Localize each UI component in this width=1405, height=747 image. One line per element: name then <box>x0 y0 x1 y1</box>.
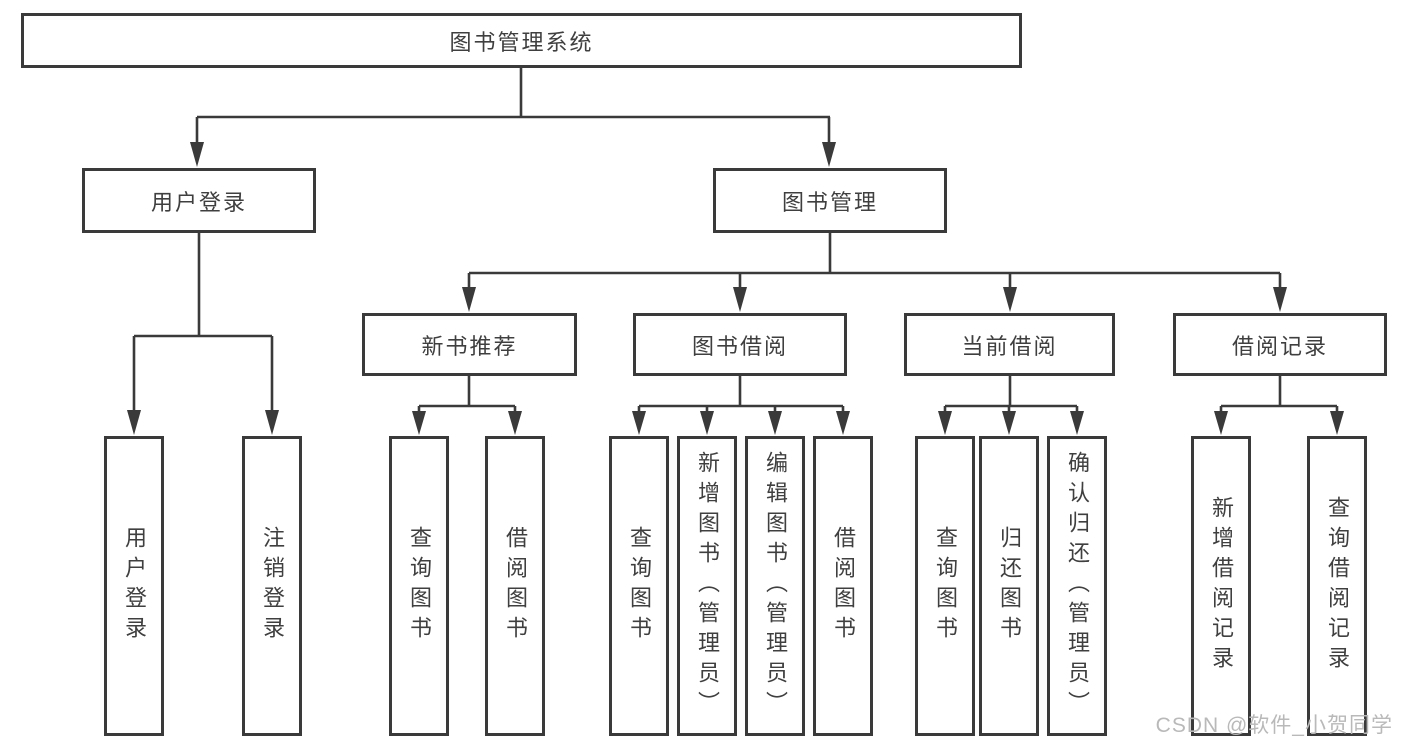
leaf-label: 查询图书 <box>627 526 652 646</box>
leaf-label: 借阅图书 <box>503 526 528 646</box>
leaf-user-login: 用户登录 <box>104 436 164 736</box>
leaf-label: 查询图书 <box>407 526 432 646</box>
leaf-user-login-label: 用户登录 <box>122 526 147 646</box>
leaf-edit-books-admin: 编辑图书（管理员） <box>745 436 805 736</box>
leaf-add-borrow-record: 新增借阅记录 <box>1191 436 1251 736</box>
leaf-add-books-admin: 新增图书（管理员） <box>677 436 737 736</box>
node-user-login: 用户登录 <box>82 168 316 233</box>
leaf-query-books-current: 查询图书 <box>915 436 975 736</box>
leaf-logout-label: 注销登录 <box>260 526 285 646</box>
node-borrowing-records: 借阅记录 <box>1173 313 1387 376</box>
leaf-label: 新增借阅记录 <box>1209 496 1234 676</box>
leaf-borrow-books-recommend: 借阅图书 <box>485 436 545 736</box>
leaf-return-books: 归还图书 <box>979 436 1039 736</box>
leaf-label: 借阅图书 <box>831 526 856 646</box>
leaf-label: 归还图书 <box>997 526 1022 646</box>
leaf-confirm-return-admin: 确认归还（管理员） <box>1047 436 1107 736</box>
leaf-query-books-recommend: 查询图书 <box>389 436 449 736</box>
arrowhead-icons <box>127 142 1344 435</box>
node-book-management: 图书管理 <box>713 168 947 233</box>
node-current-borrowing: 当前借阅 <box>904 313 1115 376</box>
leaf-label: 编辑图书（管理员） <box>763 451 788 721</box>
leaf-query-books-borrow: 查询图书 <box>609 436 669 736</box>
leaf-borrow-books: 借阅图书 <box>813 436 873 736</box>
leaf-label: 查询图书 <box>933 526 958 646</box>
leaf-logout: 注销登录 <box>242 436 302 736</box>
node-library-management-system: 图书管理系统 <box>21 13 1022 68</box>
leaf-label: 查询借阅记录 <box>1325 496 1350 676</box>
leaf-label: 确认归还（管理员） <box>1065 451 1090 721</box>
node-book-borrowing: 图书借阅 <box>633 313 847 376</box>
leaf-label: 新增图书（管理员） <box>695 451 720 721</box>
csdn-watermark: CSDN @软件_小贺同学 <box>1155 714 1393 737</box>
node-new-book-recommend: 新书推荐 <box>362 313 577 376</box>
leaf-query-borrow-record: 查询借阅记录 <box>1307 436 1367 736</box>
